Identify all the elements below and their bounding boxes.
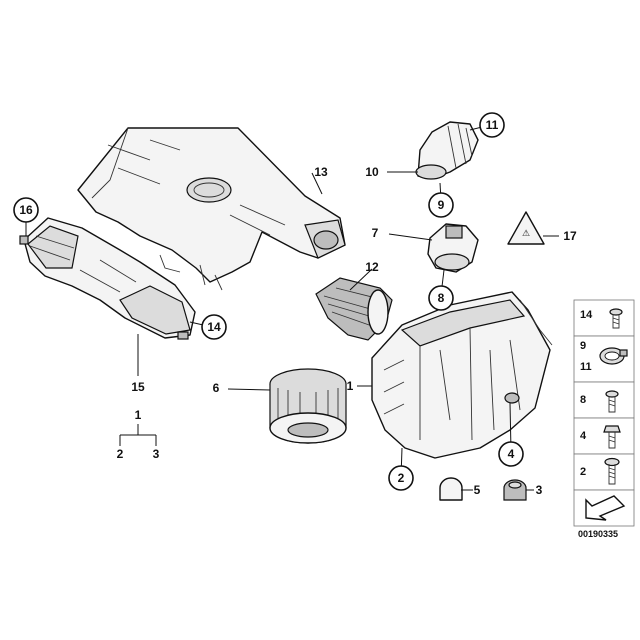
callout-10: 10 [365,165,379,179]
hose-clamp-icon [599,347,628,365]
tree-callout-3: 3 [153,447,160,461]
rubber-boot-part-12 [315,277,393,341]
callout-6: 6 [213,381,220,395]
air-duct-part-15 [19,217,196,340]
tree-callout-2: 2 [117,447,124,461]
fastener-panel: 14 9 11 8 4 2 [573,299,635,527]
cap-part-5 [439,477,463,501]
air-mass-meter-part-7 [427,223,479,273]
screw-icon [609,308,623,329]
screw-icon [604,457,620,485]
callout-2: 2 [398,471,405,485]
air-filter-part-6 [269,368,347,444]
svg-text:⚠: ⚠ [522,228,530,238]
document-code: 00190335 [578,529,618,539]
circled-callouts [13,112,524,491]
arrow-down-left-icon [585,495,626,521]
panel-label-4: 4 [580,430,587,442]
grommet-part-3 [503,479,527,501]
panel-label-11: 11 [580,361,592,373]
callout-7: 7 [372,226,379,240]
callout-15: 15 [131,380,145,394]
panel-label-14: 14 [580,309,593,321]
panel-label-9: 9 [580,340,586,352]
callout-4: 4 [508,447,515,461]
callout-5: 5 [474,483,481,497]
callout-9: 9 [438,198,445,212]
callout-1: 1 [347,379,354,393]
bolt-icon [603,425,621,449]
callout-17: 17 [563,229,577,243]
callout-labels: 11 9 8 16 14 4 2 13 10 7 17 12 6 1 15 1 … [19,118,577,497]
screw-icon [605,390,619,413]
callout-11: 11 [486,118,499,132]
callout-8: 8 [438,291,445,305]
panel-label-2: 2 [580,466,586,478]
intake-elbow-part-10 [415,121,479,180]
warning-label-part-17: ⚠ [507,211,545,245]
callout-3: 3 [536,483,543,497]
panel-label-8: 8 [580,394,586,406]
callout-13: 13 [314,165,328,179]
filter-housing-part-1 [371,291,553,459]
callout-12: 12 [365,260,379,274]
tree-callout-1: 1 [135,408,142,422]
callout-16: 16 [19,203,33,217]
callout-14: 14 [207,320,221,334]
intake-cover-part-13 [77,127,346,291]
